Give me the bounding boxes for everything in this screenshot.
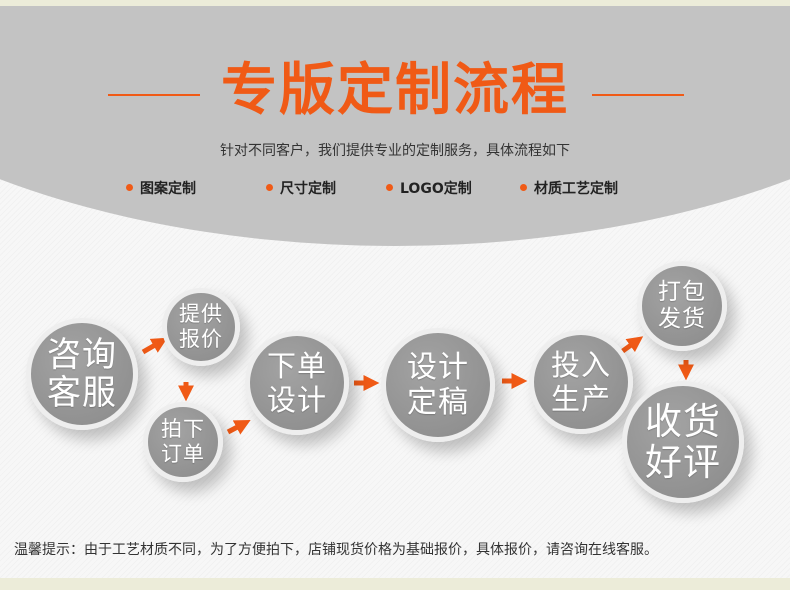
step-review: 收货 好评 — [622, 381, 744, 503]
tag-logo-custom: LOGO定制 — [386, 178, 472, 200]
step-order: 拍下 订单 — [143, 402, 223, 482]
step-label-line1: 打包 — [658, 279, 706, 305]
step-quote: 提供 报价 — [162, 288, 240, 366]
step-label: 设计 定稿 — [407, 350, 469, 420]
page-subtitle: 针对不同客户，我们提供专业的定制服务，具体流程如下 — [220, 143, 570, 159]
step-label-line1: 提供 — [179, 302, 223, 326]
top-border — [0, 0, 790, 6]
step-label: 提供 报价 — [179, 302, 223, 352]
step-label-line1: 拍下 — [161, 417, 205, 441]
step-label-line2: 发货 — [658, 306, 706, 332]
step-label-line1: 咨询 — [47, 335, 117, 375]
arrow-order-to-design — [226, 420, 251, 435]
step-consult: 咨询 客服 — [26, 318, 138, 430]
arrow-consult-to-quote — [141, 337, 168, 355]
step-design: 下单 设计 — [245, 331, 349, 435]
title-decor-line-right — [592, 94, 684, 96]
bullet-dot-icon — [266, 184, 273, 191]
process-page: 专版定制流程 针对不同客户，我们提供专业的定制服务，具体流程如下 图案定制 尺寸… — [0, 6, 790, 578]
tag-label: LOGO定制 — [400, 181, 472, 197]
tag-label: 尺寸定制 — [280, 181, 336, 197]
step-label-line2: 报价 — [179, 327, 223, 351]
step-label-line1: 收货 — [645, 400, 721, 443]
step-label: 收货 好评 — [645, 401, 721, 483]
footer-note: 温馨提示：由于工艺材质不同，为了方便拍下，店铺现货价格为基础报价，具体报价，请咨… — [14, 542, 658, 558]
step-label-line1: 下单 — [266, 349, 327, 383]
step-ship: 打包 发货 — [637, 261, 727, 351]
tag-pattern-custom: 图案定制 — [126, 178, 196, 200]
step-label-line2: 定稿 — [407, 385, 469, 420]
step-label: 拍下 订单 — [161, 417, 205, 467]
step-label-line2: 生产 — [550, 382, 611, 416]
tag-label: 图案定制 — [140, 181, 196, 197]
bullet-dot-icon — [520, 184, 527, 191]
step-label-line1: 投入 — [550, 348, 611, 382]
tag-material-custom: 材质工艺定制 — [520, 178, 618, 200]
step-produce: 投入 生产 — [529, 330, 633, 434]
page-title: 专版定制流程 — [221, 58, 569, 123]
step-label-line2: 订单 — [161, 442, 205, 466]
header-background — [0, 6, 790, 246]
step-label-line2: 设计 — [266, 383, 327, 417]
tag-label: 材质工艺定制 — [534, 181, 618, 197]
step-finalize: 设计 定稿 — [381, 328, 495, 442]
bullet-dot-icon — [386, 184, 393, 191]
tag-size-custom: 尺寸定制 — [266, 178, 336, 200]
step-label-line2: 客服 — [47, 373, 117, 413]
step-label: 咨询 客服 — [47, 336, 117, 412]
step-label-line2: 好评 — [645, 441, 721, 484]
step-label-line1: 设计 — [407, 350, 469, 385]
title-decor-line-left — [108, 94, 200, 96]
step-label: 打包 发货 — [658, 279, 706, 333]
bottom-border — [0, 578, 790, 590]
bullet-dot-icon — [126, 184, 133, 191]
step-label: 投入 生产 — [551, 348, 611, 416]
step-label: 下单 设计 — [267, 349, 327, 417]
